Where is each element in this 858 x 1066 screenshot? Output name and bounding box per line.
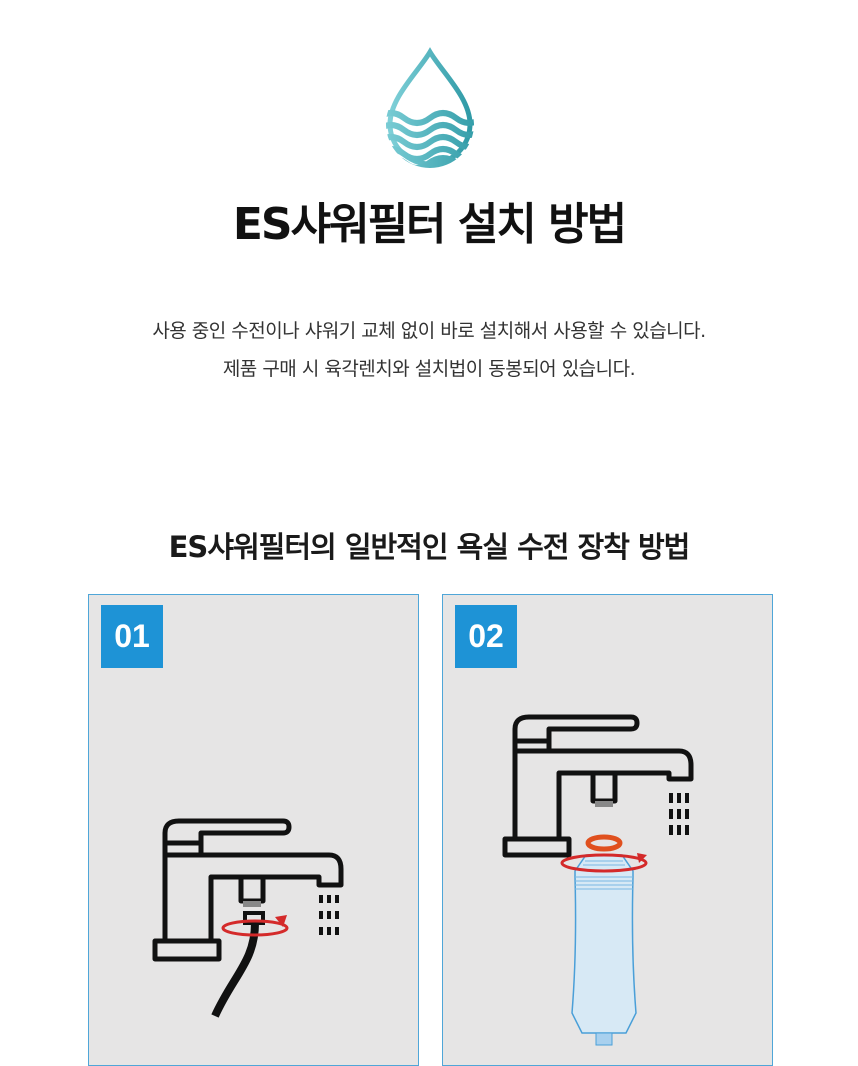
water-drop-logo-icon <box>386 47 474 168</box>
step-badge: 02 <box>455 605 517 668</box>
faucet-filter-illustration-icon <box>502 714 694 1046</box>
description-line-1: 사용 중인 수전이나 샤워기 교체 없이 바로 설치해서 사용할 수 있습니다. <box>152 320 706 342</box>
description-line-2: 제품 구매 시 육각렌치와 설치법이 동봉되어 있습니다. <box>222 358 636 380</box>
step-panel-2: 02 <box>442 594 773 1066</box>
faucet-hose-illustration-icon <box>152 818 344 1018</box>
step-panel-1: 01 <box>88 594 419 1066</box>
page-title: ES샤워필터 설치 방법 <box>232 199 627 250</box>
step-badge: 01 <box>101 605 163 668</box>
section-title: ES샤워필터의 일반적인 욕실 수전 장착 방법 <box>168 530 691 564</box>
